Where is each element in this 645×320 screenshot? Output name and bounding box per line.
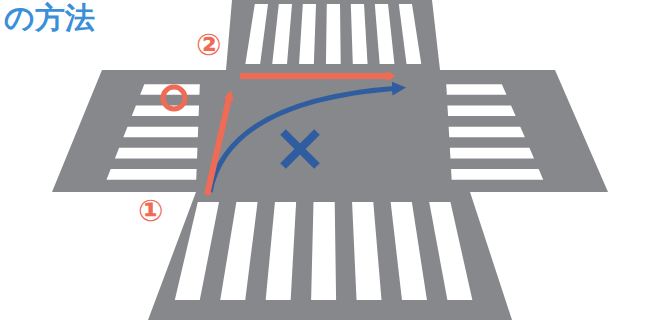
road	[52, 0, 608, 320]
crosswalk-stripe	[391, 202, 427, 300]
crosswalk-stripe	[450, 148, 534, 159]
crosswalk-stripe	[446, 84, 506, 95]
crosswalk-stripe	[299, 4, 316, 64]
crosswalk-stripe	[399, 4, 421, 64]
heading: の方法	[4, 3, 95, 33]
crosswalk-stripe	[375, 4, 395, 64]
callout-number: ①	[138, 196, 163, 226]
crosswalk-stripe	[115, 148, 198, 159]
crosswalk-stripe	[123, 127, 198, 138]
crosswalk-stripe	[351, 4, 368, 64]
crosswalk-stripe	[107, 169, 197, 180]
crosswalk-stripe	[245, 4, 268, 64]
crosswalk-stripe	[451, 169, 543, 180]
second-step-arrow	[240, 73, 392, 79]
crosswalk-stripe	[447, 105, 515, 116]
wrong-mark	[283, 132, 317, 166]
crosswalk-stripe	[266, 202, 296, 300]
correct-mark	[163, 87, 185, 109]
crosswalk-stripes	[107, 4, 544, 300]
callout-number: ②	[196, 30, 221, 60]
crosswalk-stripe	[429, 202, 472, 300]
crosswalk-stripe	[272, 4, 292, 64]
crosswalk-stripe	[175, 202, 219, 300]
wrong-route-arrow	[210, 88, 400, 192]
crosswalk-stripe	[311, 202, 336, 300]
crosswalk-stripe	[449, 127, 525, 138]
crosswalk-stripe	[220, 202, 257, 300]
crosswalk-stripe	[326, 4, 341, 64]
first-step-arrow	[207, 94, 230, 195]
crosswalk-stripe	[352, 202, 381, 300]
